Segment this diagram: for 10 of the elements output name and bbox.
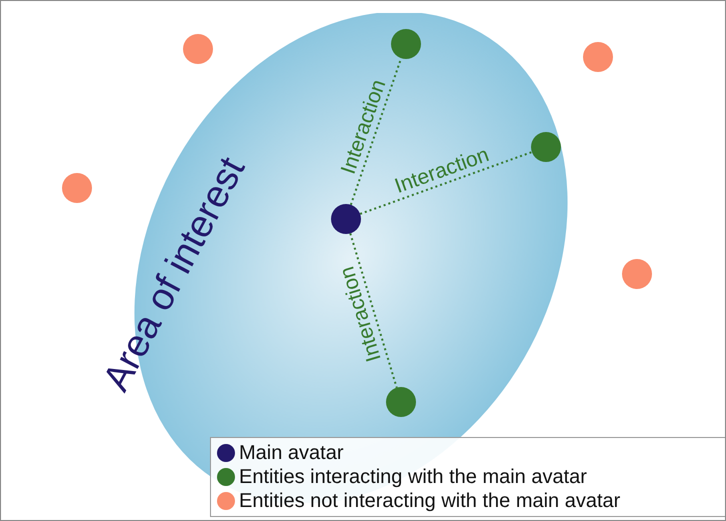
connector-line	[350, 58, 402, 206]
legend-label: Entities interacting with the main avatar	[239, 466, 587, 488]
connector-line	[360, 151, 532, 215]
legend-label: Main avatar	[239, 442, 344, 464]
entity-dot	[183, 34, 213, 64]
connector-line	[349, 233, 398, 388]
entity-dot	[583, 42, 613, 72]
legend-label: Entities not interacting with the main avatar	[239, 490, 620, 512]
entity-dot	[622, 259, 652, 289]
entity-dot	[62, 173, 92, 203]
